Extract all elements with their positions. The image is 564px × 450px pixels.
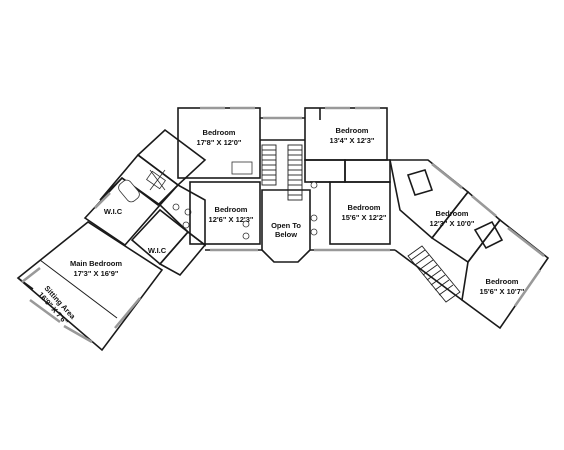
center-staircase (261, 144, 303, 201)
bedroom-2-size: 13'4" X 12'3" (330, 136, 375, 145)
wic-2-label: W.I.C (148, 246, 167, 255)
wic-1-label: W.I.C (104, 207, 123, 216)
bedroom-1-name: Bedroom (203, 128, 236, 137)
right-wing-walls (389, 159, 550, 330)
bedroom-1-size: 17'8" X 12'0" (197, 138, 242, 147)
bedroom-6-name: Bedroom (486, 277, 519, 286)
bedroom-3-name: Bedroom (215, 205, 248, 214)
open-to-below-line2: Below (275, 230, 297, 239)
right-wing-windows (431, 163, 545, 307)
center-windows (200, 106, 390, 252)
right-staircase (407, 245, 461, 303)
bedroom-5-name: Bedroom (436, 209, 469, 218)
main-bedroom-name: Main Bedroom (70, 259, 122, 268)
main-bedroom-size: 17'3" X 16'9" (74, 269, 119, 278)
bedroom-3-size: 12'6" X 12'3" (209, 215, 254, 224)
bedroom-5-size: 12'3" X 10'0" (430, 219, 475, 228)
center-fixtures (231, 161, 318, 240)
open-to-below-line1: Open To (271, 221, 301, 230)
left-wing-walls (16, 128, 207, 352)
bedroom-4-name: Bedroom (348, 203, 381, 212)
bedroom-4-size: 15'6" X 12'2" (342, 213, 387, 222)
bedroom-6-size: 15'6" X 10'7" (480, 287, 525, 296)
left-wing-windows (21, 192, 141, 344)
bedroom-2-name: Bedroom (336, 126, 369, 135)
room-labels: Bedroom 17'8" X 12'0" Bedroom 13'4" X 12… (36, 126, 525, 327)
